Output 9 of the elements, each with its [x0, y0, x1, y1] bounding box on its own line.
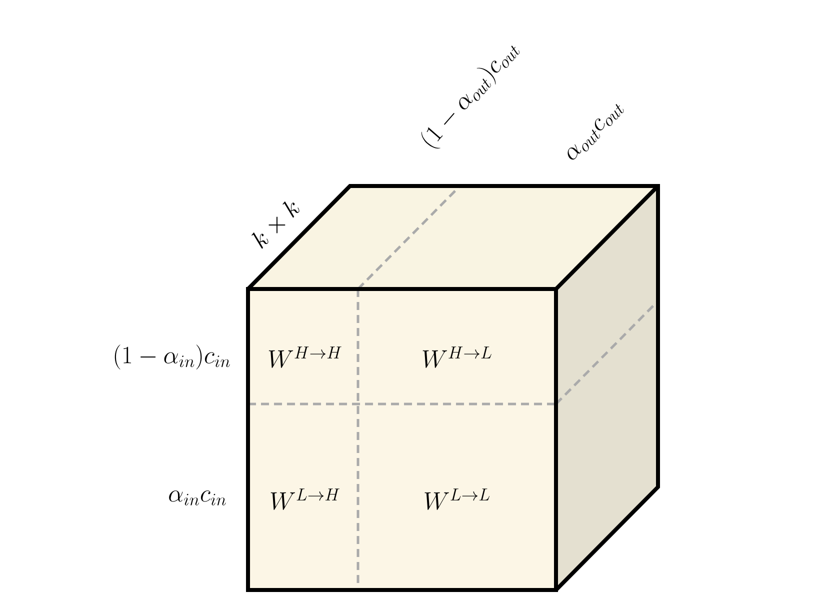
weight-label: $W^{H\to H}$: [268, 346, 342, 368]
dimension-label: $\alpha_{out}c_{out}$: [568, 104, 624, 160]
weight-label: $W^{L\to L}$: [424, 488, 490, 510]
dimension-label: $(1-\alpha_{in})c_{in}$: [114, 344, 230, 370]
weight-label: $W^{H\to L}$: [422, 346, 492, 368]
dimension-label: $k\times k$: [252, 202, 300, 249]
dimension-label: $\alpha_{in}c_{in}$: [169, 490, 226, 506]
dimension-label: $(1-\alpha_{out})c_{out}$: [421, 46, 520, 148]
weight-label: $W^{L\to H}$: [270, 488, 340, 510]
